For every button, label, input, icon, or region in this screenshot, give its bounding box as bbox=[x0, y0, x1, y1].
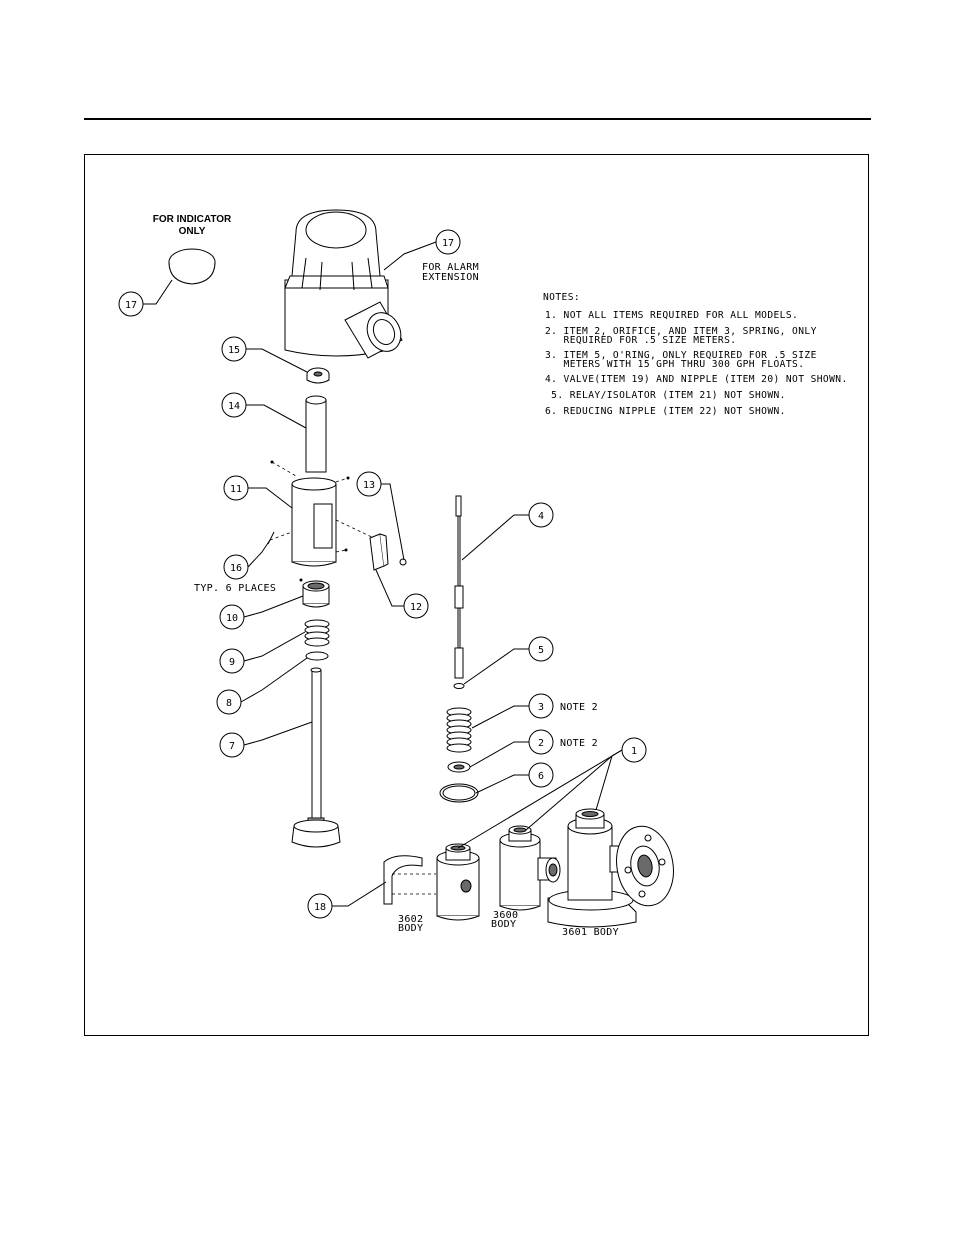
note2-label-orifice: NOTE 2 bbox=[560, 738, 598, 749]
item-5-oring-part bbox=[453, 683, 465, 689]
callout-2: 2 bbox=[528, 729, 554, 755]
svg-text:1: 1 bbox=[631, 746, 637, 757]
note2-label-spring: NOTE 2 bbox=[560, 702, 598, 713]
note-line: 5. RELAY/ISOLATOR (ITEM 21) NOT SHOWN. bbox=[545, 390, 786, 401]
svg-text:18: 18 bbox=[314, 902, 326, 913]
svg-text:12: 12 bbox=[410, 602, 422, 613]
alarm-label-line2: EXTENSION bbox=[422, 272, 479, 283]
indicator-label-line2: ONLY bbox=[179, 226, 206, 237]
svg-text:6: 6 bbox=[538, 771, 544, 782]
notes-block: NOTES: 1. NOT ALL ITEMS REQUIRED FOR ALL… bbox=[543, 292, 848, 417]
svg-text:16: 16 bbox=[230, 563, 242, 574]
notes-title: NOTES: bbox=[543, 292, 580, 303]
svg-text:15: 15 bbox=[228, 345, 240, 356]
indicator-label-line1: FOR INDICATOR bbox=[153, 214, 232, 225]
top-rule bbox=[84, 118, 871, 120]
body-3600-part bbox=[499, 825, 561, 911]
callout-15: 15 bbox=[221, 336, 247, 362]
note-line: 2. ITEM 2, ORIFICE, AND ITEM 3, SPRING, … bbox=[545, 326, 817, 337]
item-10-part bbox=[302, 580, 330, 608]
svg-text:13: 13 bbox=[363, 480, 375, 491]
callout-8: 8 bbox=[216, 689, 242, 715]
callout-17-indicator: 17 bbox=[118, 291, 144, 317]
item-6-gasket-part bbox=[439, 783, 479, 803]
callout-3: 3 bbox=[528, 693, 554, 719]
callout-11: 11 bbox=[223, 475, 249, 501]
body-3602-label-line1: 3602 bbox=[398, 914, 423, 925]
svg-text:2: 2 bbox=[538, 738, 544, 749]
note-line: 4. VALVE(ITEM 19) AND NIPPLE (ITEM 20) N… bbox=[545, 374, 848, 385]
item-18-bracket-part bbox=[383, 855, 436, 905]
callout-12: 12 bbox=[403, 593, 429, 619]
svg-text:8: 8 bbox=[226, 698, 232, 709]
body-3601-label: 3601 BODY bbox=[562, 927, 619, 938]
item-15-part bbox=[306, 367, 330, 384]
alarm-extension-housing-part bbox=[284, 209, 403, 359]
body-3600-label-line2: BODY bbox=[491, 919, 516, 930]
svg-text:4: 4 bbox=[538, 511, 544, 522]
note-line: REQUIRED FOR .5 SIZE METERS. bbox=[545, 335, 736, 346]
svg-text:10: 10 bbox=[226, 613, 238, 624]
callout-18: 18 bbox=[307, 893, 333, 919]
item-4-float-rod-part bbox=[454, 495, 464, 679]
figure-frame bbox=[84, 154, 869, 1036]
note-line: 6. REDUCING NIPPLE (ITEM 22) NOT SHOWN. bbox=[545, 406, 786, 417]
item-7-stem-part bbox=[291, 667, 341, 848]
leader-lines bbox=[143, 241, 623, 907]
callout-6: 6 bbox=[528, 762, 554, 788]
body-3600-label-line1: 3600 bbox=[493, 910, 518, 921]
callout-1: 1 bbox=[621, 737, 647, 763]
callout-10: 10 bbox=[219, 604, 245, 630]
item-14-tube-part bbox=[305, 395, 327, 473]
note-line: METERS WITH 15 GPH THRU 300 GPH FLOATS. bbox=[545, 359, 804, 370]
svg-text:14: 14 bbox=[228, 401, 240, 412]
callout-13: 13 bbox=[356, 471, 382, 497]
item-2-orifice-part bbox=[447, 761, 471, 773]
svg-text:5: 5 bbox=[538, 645, 544, 656]
callout-17-alarm: 17 bbox=[435, 229, 461, 255]
note-line: 3. ITEM 5, O'RING, ONLY REQUIRED FOR .5 … bbox=[545, 350, 817, 361]
item-11-housing-part bbox=[269, 460, 379, 567]
callout-16: 16 bbox=[223, 554, 249, 580]
callout-9: 9 bbox=[219, 648, 245, 674]
typ-places-label: TYP. 6 PLACES bbox=[194, 583, 276, 594]
item-3-spring-part bbox=[446, 707, 472, 753]
body-3602-label-line2: BODY bbox=[398, 923, 423, 934]
svg-text:7: 7 bbox=[229, 741, 235, 752]
note-line: 1. NOT ALL ITEMS REQUIRED FOR ALL MODELS… bbox=[545, 310, 798, 321]
body-3602-part bbox=[436, 843, 480, 921]
svg-text:17: 17 bbox=[442, 238, 454, 249]
svg-text:3: 3 bbox=[538, 702, 544, 713]
callout-7: 7 bbox=[219, 732, 245, 758]
item-13-screw-part bbox=[399, 558, 407, 566]
callout-5: 5 bbox=[528, 636, 554, 662]
callout-14: 14 bbox=[221, 392, 247, 418]
item-9-spring-part bbox=[304, 619, 330, 647]
body-3601-part bbox=[547, 808, 674, 928]
item-12-bracket-part bbox=[369, 533, 389, 571]
svg-text:11: 11 bbox=[230, 484, 242, 495]
svg-text:9: 9 bbox=[229, 657, 235, 668]
svg-text:17: 17 bbox=[125, 300, 137, 311]
indicator-cap-part: FOR INDICATOR ONLY bbox=[153, 214, 232, 285]
alarm-label-line1: FOR ALARM bbox=[422, 262, 479, 273]
item-8-oring-part bbox=[305, 651, 329, 661]
callout-4: 4 bbox=[528, 502, 554, 528]
